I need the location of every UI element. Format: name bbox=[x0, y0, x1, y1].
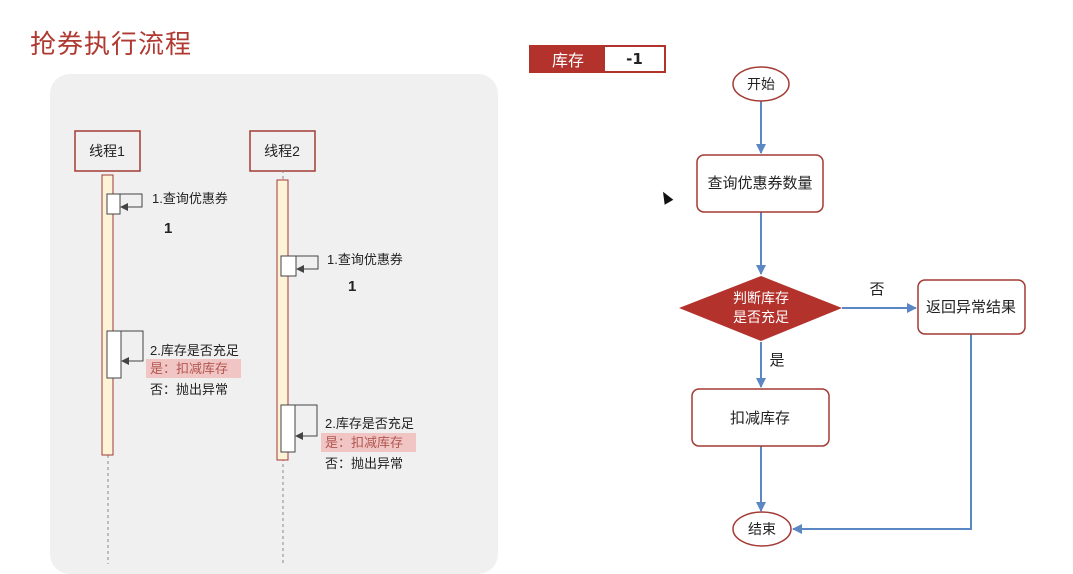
page-title: 抢券执行流程 bbox=[30, 30, 193, 60]
thread1-no: 否：抛出异常 bbox=[150, 382, 228, 397]
stock-label: 库存 bbox=[531, 47, 605, 71]
thread2-self-call-check bbox=[295, 404, 318, 440]
thread2-yes: 是：扣减库存 bbox=[325, 435, 403, 450]
flow-error-label: 返回异常结果 bbox=[926, 299, 1016, 316]
flow-start-label: 开始 bbox=[747, 76, 775, 92]
thread1-label: 线程1 bbox=[89, 143, 125, 159]
thread1: 线程1 1.查询优惠券 1 2.库存是否充足 是：扣减库存 否：抛出异常 bbox=[74, 130, 241, 564]
flow-decision-node bbox=[679, 276, 842, 341]
thread2-self-call-query bbox=[296, 255, 319, 273]
flow-end-node bbox=[732, 511, 792, 547]
thread2-activation-check bbox=[280, 404, 296, 453]
thread1-header bbox=[74, 130, 141, 172]
flow-decision-line1: 判断库存 bbox=[733, 290, 789, 306]
thread2-header bbox=[249, 130, 316, 172]
stock-value: -1 bbox=[605, 47, 664, 71]
flowchart: 开始 查询优惠券数量 判断库存 是否充足 否 是 返回异常结果 扣减库存 结束 bbox=[679, 66, 1026, 547]
thread1-self-call-query bbox=[120, 193, 143, 211]
flow-end-label: 结束 bbox=[748, 521, 776, 537]
thread2: 线程2 1.查询优惠券 1 2.库存是否充足 是：扣减库存 否：抛出异常 bbox=[249, 130, 416, 564]
thread1-activation-check bbox=[106, 330, 122, 379]
flow-deduct-node bbox=[691, 388, 830, 447]
flow-query-node bbox=[696, 154, 824, 213]
thread1-lifeline bbox=[101, 174, 114, 456]
flow-deduct-label: 扣减库存 bbox=[730, 410, 790, 427]
thread2-yes-highlight bbox=[321, 433, 416, 452]
thread2-step2: 2.库存是否充足 bbox=[325, 416, 414, 431]
flow-arrow-error-end bbox=[792, 334, 972, 534]
stock-indicator: 库存 -1 bbox=[529, 45, 666, 73]
thread1-yes: 是：扣减库存 bbox=[150, 361, 228, 376]
flow-start-node bbox=[732, 66, 790, 102]
thread1-step1: 1.查询优惠券 bbox=[152, 191, 228, 206]
thread1-activation-query bbox=[106, 193, 121, 215]
thread2-activation-query bbox=[280, 255, 297, 277]
flow-no-label: 否 bbox=[869, 281, 884, 298]
flow-query-label: 查询优惠券数量 bbox=[707, 175, 812, 192]
thread1-yes-highlight bbox=[146, 359, 241, 378]
thread2-step1: 1.查询优惠券 bbox=[327, 252, 403, 267]
thread2-result: 1 bbox=[348, 278, 356, 295]
thread2-label: 线程2 bbox=[264, 143, 300, 159]
flow-error-node bbox=[917, 279, 1026, 335]
flow-yes-label: 是 bbox=[769, 352, 784, 369]
thread1-self-call-check bbox=[121, 330, 144, 365]
thread2-lifeline bbox=[276, 179, 289, 461]
thread1-result: 1 bbox=[164, 220, 172, 237]
thread2-no: 否：抛出异常 bbox=[325, 456, 403, 471]
thread1-step2: 2.库存是否充足 bbox=[150, 343, 239, 358]
flow-decision-line2: 是否充足 bbox=[733, 309, 789, 325]
